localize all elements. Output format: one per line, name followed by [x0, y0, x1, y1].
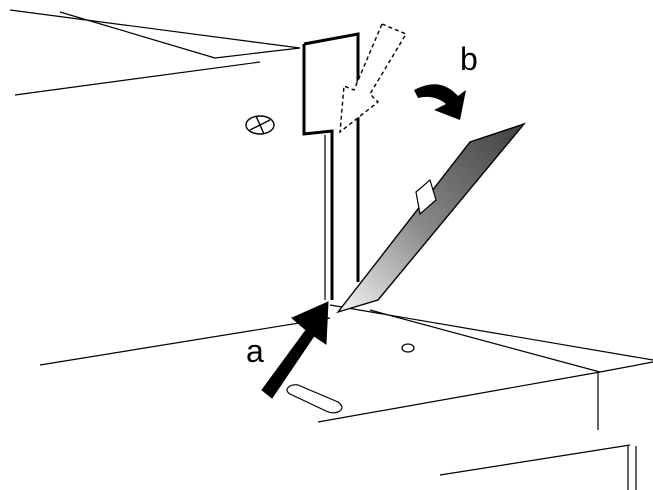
bracket: [302, 32, 360, 300]
slot-hole: [286, 384, 343, 414]
base-lower-edge: [439, 444, 631, 476]
label-a: a: [246, 333, 264, 369]
blade: [336, 122, 527, 314]
panel-top-edge: [9, 9, 301, 49]
base-inner-edge: [369, 309, 601, 373]
base-slab: [39, 304, 653, 490]
push-arrow-icon: [261, 301, 329, 399]
dashed-guide-arrow: [339, 23, 408, 134]
panel-top-rail-end: [214, 47, 301, 59]
base-right-edge: [599, 361, 653, 373]
blade-notch: [415, 178, 437, 216]
base-back-edge: [329, 304, 653, 361]
label-b: b: [460, 41, 478, 77]
blade-body: [336, 122, 527, 314]
bracket-outline: [302, 32, 360, 300]
panel-top-rail: [59, 11, 216, 59]
panel-slope-edge: [14, 61, 261, 96]
base-left-edge: [39, 317, 331, 366]
base-front-edge: [317, 371, 601, 423]
small-hole: [401, 343, 415, 353]
curved-arrow-icon: [414, 84, 466, 120]
back-panel: [9, 9, 301, 96]
screw-head-icon: [245, 115, 275, 135]
